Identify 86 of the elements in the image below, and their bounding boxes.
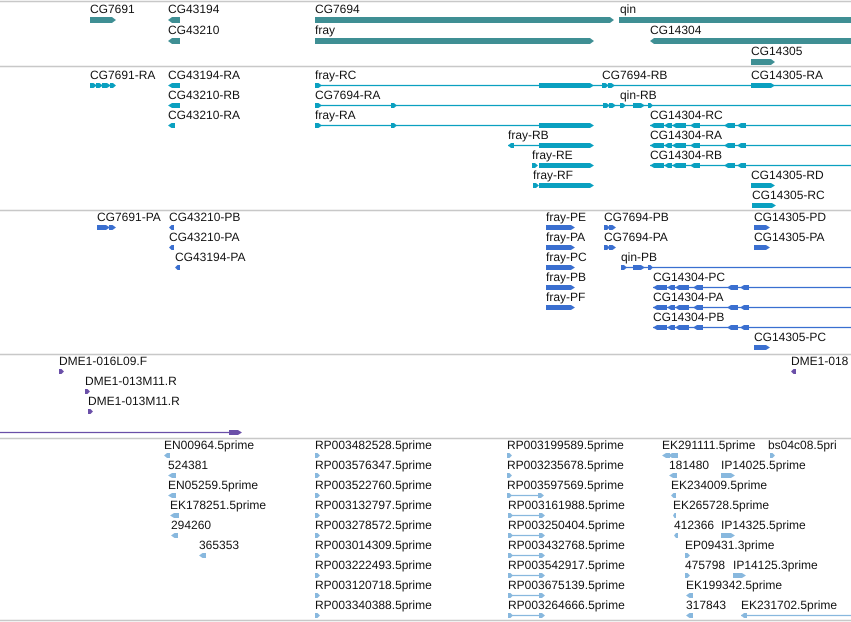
- feature-label: DME1-018: [791, 355, 848, 368]
- feature-label: RP003675139.5prime: [508, 579, 625, 592]
- feature-label: CG14304: [650, 24, 702, 37]
- feature-label: CG14305-RC: [752, 189, 825, 202]
- feature-label: RP003264666.5prime: [508, 599, 625, 612]
- feature-label: CG43194-RA: [168, 69, 240, 82]
- feature-label: CG43210-RB: [168, 89, 240, 102]
- feature-label: CG14305-PD: [754, 211, 826, 224]
- feature-label: CG14305-PC: [754, 331, 826, 344]
- feature-label: CG7694-RB: [602, 69, 668, 82]
- feature-label: CG14305-PA: [754, 231, 824, 244]
- feature-label: qin: [620, 3, 636, 16]
- feature-label: IP14025.5prime: [721, 459, 806, 472]
- feature-label: CG43210-PB: [169, 211, 240, 224]
- feature-label: CG7694-RA: [315, 89, 380, 102]
- feature-label: CG43210-PA: [169, 231, 240, 244]
- feature-label: CG7691-PA: [97, 211, 161, 224]
- feature-label: DME1-016L09.F: [59, 355, 148, 368]
- feature-label: RP003340388.5prime: [315, 599, 432, 612]
- feature-label: RP003522760.5prime: [315, 479, 432, 492]
- feature-label: CG14305-RA: [751, 69, 824, 82]
- feature-label: CG14305: [751, 45, 802, 58]
- feature-label: bs04c08.5pri: [768, 439, 837, 452]
- feature-label: fray-RB: [508, 129, 549, 142]
- feature-label: CG7694: [315, 3, 360, 16]
- feature-label: EK199342.5prime: [686, 579, 782, 592]
- feature-label: CG7694-PA: [604, 231, 668, 244]
- feature-label: RP003597569.5prime: [507, 479, 624, 492]
- feature-label: EP09431.3prime: [685, 539, 774, 552]
- feature-label: EK178251.5prime: [170, 499, 266, 512]
- feature-label: 317843: [686, 599, 726, 612]
- feature-label: 181480: [669, 459, 710, 472]
- feature-label: fray-RE: [532, 149, 573, 162]
- feature-label: 524381: [168, 459, 208, 472]
- feature-label: CG14304-PB: [653, 311, 724, 324]
- feature-label: CG7691: [90, 3, 135, 16]
- feature-label: RP003132797.5prime: [315, 499, 432, 512]
- feature-label: CG14304-PC: [653, 271, 726, 284]
- feature-label: EN00964.5prime: [164, 439, 254, 452]
- feature-label: fray: [315, 24, 336, 37]
- feature-label: RP003576347.5prime: [315, 459, 432, 472]
- feature-label: RP003222493.5prime: [315, 559, 432, 572]
- feature-label: CG43194: [168, 3, 220, 16]
- feature-label: CG43210-RA: [168, 109, 240, 122]
- feature-label: fray-PF: [546, 291, 586, 304]
- feature-label: RP003235678.5prime: [507, 459, 624, 472]
- feature-label: CG14304-RB: [650, 149, 722, 162]
- feature-label: RP003432768.5prime: [508, 539, 625, 552]
- feature-label: 412366: [674, 519, 714, 532]
- feature-label: RP003161988.5prime: [508, 499, 625, 512]
- feature-label: RP003542917.5prime: [508, 559, 625, 572]
- feature-label: fray-RF: [533, 169, 573, 182]
- feature-label: RP003482528.5prime: [315, 439, 432, 452]
- feature-label: CG7694-PB: [604, 211, 669, 224]
- feature-label: EN05259.5prime: [168, 479, 258, 492]
- feature-label: RP003014309.5prime: [315, 539, 432, 552]
- feature-label: EK291111.5prime: [662, 439, 756, 452]
- feature-label: CG14304-RC: [650, 109, 723, 122]
- feature-label: CG14304-RA: [650, 129, 722, 142]
- feature-label: EK234009.5prime: [671, 479, 768, 492]
- feature-label: fray-PE: [546, 211, 586, 224]
- feature-label: CG14304-PA: [653, 291, 724, 304]
- feature-label: RP003199589.5prime: [507, 439, 624, 452]
- feature-label: EK265728.5prime: [673, 499, 770, 512]
- feature-label: DME1-013M11.R: [88, 395, 180, 408]
- feature-label: 294260: [171, 519, 212, 532]
- feature-label: EK231702.5prime: [741, 599, 838, 612]
- feature-label: IP14325.5prime: [721, 519, 806, 532]
- feature-label: IP14125.3prime: [733, 559, 818, 572]
- feature-label: qin-RB: [620, 89, 657, 102]
- feature-label: fray-RC: [315, 69, 356, 82]
- feature-label: RP003278572.5prime: [315, 519, 432, 532]
- feature-label: RP003120718.5prime: [315, 579, 432, 592]
- feature-label: CG7691-RA: [90, 69, 156, 82]
- feature-label: fray-PA: [546, 231, 586, 244]
- feature-label: qin-PB: [621, 251, 658, 264]
- feature-label: 365353: [199, 539, 240, 552]
- feature-label: CG43194-PA: [175, 251, 246, 264]
- feature-label: fray-PC: [546, 251, 587, 264]
- feature-label: RP003250404.5prime: [508, 519, 625, 532]
- feature-label: CG14305-RD: [751, 169, 824, 182]
- feature-label: fray-PB: [546, 271, 586, 284]
- feature-label: DME1-013M11.R: [85, 375, 177, 388]
- feature-label: CG43210: [168, 24, 220, 37]
- feature-label: 475798: [685, 559, 726, 572]
- feature-label: fray-RA: [315, 109, 356, 122]
